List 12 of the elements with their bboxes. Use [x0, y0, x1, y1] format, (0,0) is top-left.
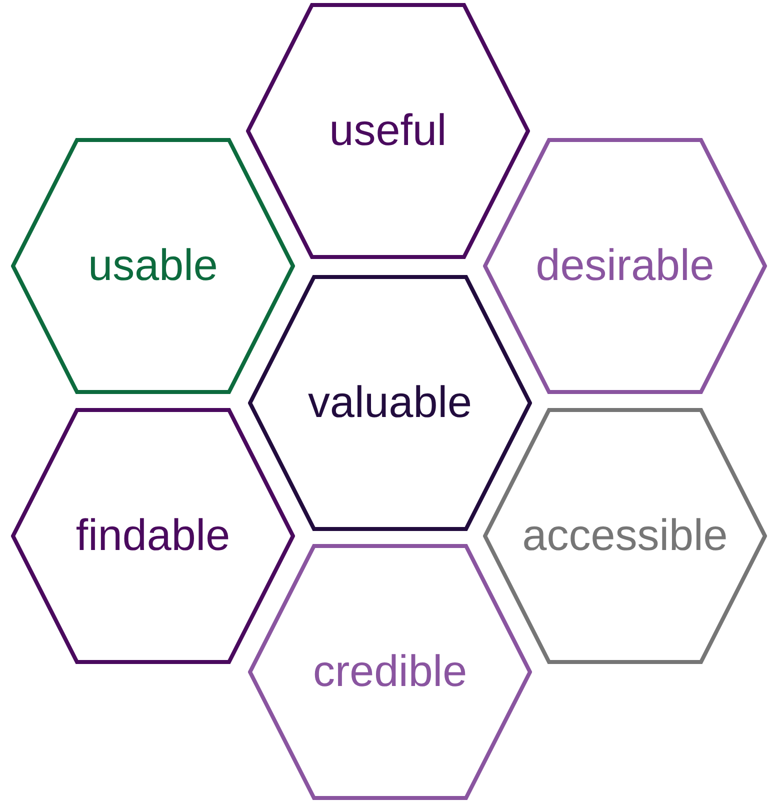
hexagon-label: valuable — [308, 378, 472, 428]
hexagon — [483, 138, 767, 394]
hexagon — [246, 3, 530, 259]
hexagon-label: accessible — [522, 512, 728, 560]
hexagon-label: credible — [312, 648, 468, 696]
hexagon — [11, 138, 295, 394]
hexagon-label: desirable — [536, 242, 714, 290]
hexagon — [11, 408, 295, 664]
hexagon-label: findable — [76, 512, 230, 560]
hexagon — [483, 408, 767, 664]
hexagon-label: useful — [329, 106, 447, 156]
hexagon-label: usable — [88, 242, 218, 290]
